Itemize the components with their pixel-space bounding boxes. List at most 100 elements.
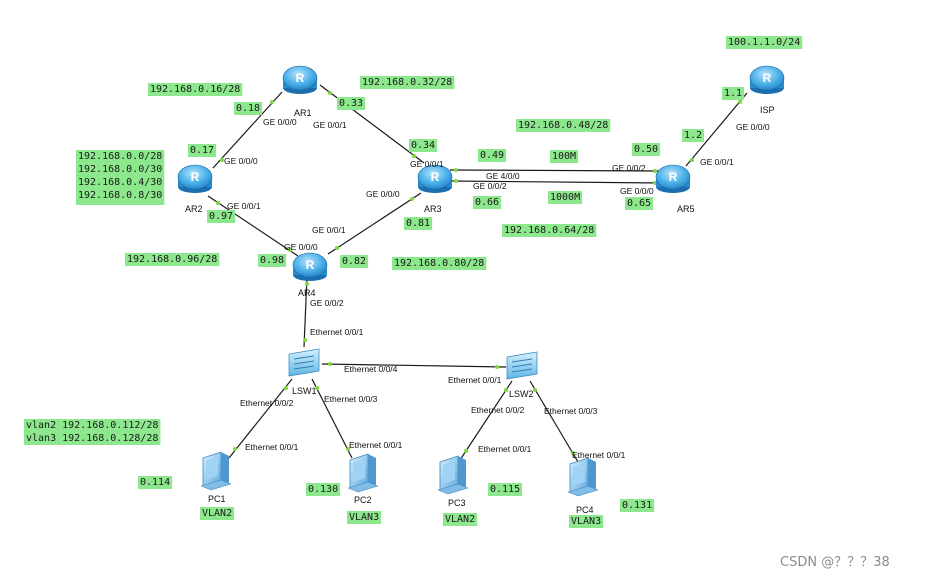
- pc-pc4[interactable]: [567, 457, 599, 497]
- port-pc3-e001: Ethernet 0/0/1: [478, 444, 532, 454]
- router-ar2[interactable]: [177, 164, 213, 194]
- svg-text:192.168.0.8/30: 192.168.0.8/30: [78, 190, 162, 201]
- host-ar4-82: 0.82: [340, 255, 369, 268]
- svg-text:1.1: 1.1: [724, 88, 742, 99]
- svg-text:0.66: 0.66: [475, 197, 499, 208]
- port-pc2-e001: Ethernet 0/0/1: [349, 440, 403, 450]
- svg-text:VLAN3: VLAN3: [349, 512, 379, 523]
- label-ar5: AR5: [677, 204, 695, 214]
- switch-lsw2[interactable]: [506, 351, 538, 380]
- port-ar5-g002: GE 0/0/2: [612, 163, 646, 173]
- label-ar1: AR1: [294, 108, 312, 118]
- svg-text:VLAN2: VLAN2: [202, 508, 232, 519]
- host-ar3-49: 0.49: [478, 149, 507, 162]
- svg-text:192.168.0.0/30: 192.168.0.0/30: [78, 164, 162, 175]
- host-ar3-81: 0.81: [404, 217, 433, 230]
- svg-text:0.97: 0.97: [209, 211, 233, 222]
- speed-100m: 100M: [550, 150, 579, 163]
- network-ar2-ar4: 192.168.0.96/28: [125, 253, 220, 266]
- vlan-tag-pc2: VLAN3: [347, 511, 382, 524]
- network-ar3-ar5-a: 192.168.0.48/28: [516, 119, 611, 132]
- network-ar1-ar2: 192.168.0.16/28: [148, 83, 243, 96]
- router-ar1[interactable]: [282, 65, 318, 95]
- pc-pc3[interactable]: [437, 455, 469, 495]
- network-ar3-ar5-b: 192.168.0.64/28: [502, 224, 597, 237]
- label-ar4: AR4: [298, 288, 316, 298]
- device-names: ISP AR1 AR2 AR3 AR5 AR4 LSW1 LSW2 PC1 PC…: [185, 105, 775, 515]
- svg-text:192.168.0.16/28: 192.168.0.16/28: [150, 84, 240, 95]
- host-ar1-33: 0.33: [337, 97, 366, 110]
- svg-text:vlan3 192.168.0.128/28: vlan3 192.168.0.128/28: [26, 433, 158, 444]
- link-lsw2-pc4: [529, 380, 579, 463]
- vlan-network-0: vlan2 192.168.0.112/28: [24, 419, 161, 432]
- link-lsw1-lsw2: [321, 363, 507, 368]
- svg-text:1000M: 1000M: [550, 192, 580, 203]
- port-ar1-g001: GE 0/0/1: [313, 120, 347, 130]
- vlan-tag-pc4: VLAN3: [569, 515, 604, 528]
- svg-text:VLAN2: VLAN2: [445, 514, 475, 525]
- port-labels: GE 0/0/0 GE 0/0/1 GE 0/0/2 GE 0/0/0 GE 0…: [224, 117, 770, 460]
- speed-1000m: 1000M: [548, 191, 583, 204]
- host-pc2: 0.130: [306, 483, 341, 496]
- svg-text:0.130: 0.130: [308, 484, 338, 495]
- svg-text:192.168.0.96/28: 192.168.0.96/28: [127, 254, 217, 265]
- svg-text:0.65: 0.65: [627, 198, 651, 209]
- link-ar2-ar1: [212, 91, 283, 169]
- router-ar3[interactable]: [417, 164, 453, 194]
- svg-text:192.168.0.4/30: 192.168.0.4/30: [78, 177, 162, 188]
- network-summary-3: 192.168.0.8/30: [76, 189, 165, 205]
- vlan-tag-pc1: VLAN2: [200, 507, 235, 520]
- port-ar3-g000: GE 0/0/0: [366, 189, 400, 199]
- svg-text:0.50: 0.50: [634, 144, 658, 155]
- host-ar5-1-2: 1.2: [682, 129, 705, 142]
- host-pc3: 0.115: [488, 483, 523, 496]
- svg-text:0.115: 0.115: [490, 484, 520, 495]
- port-pc4-e001: Ethernet 0/0/1: [572, 450, 626, 460]
- svg-text:0.49: 0.49: [480, 150, 504, 161]
- link-ar3-ar5-a: [449, 169, 661, 172]
- host-ar4-98: 0.98: [258, 254, 287, 267]
- host-ar3-34: 0.34: [409, 139, 438, 152]
- svg-text:192.168.0.80/28: 192.168.0.80/28: [394, 258, 484, 269]
- port-ar1-g000: GE 0/0/0: [263, 117, 297, 127]
- pc-pc2[interactable]: [347, 453, 379, 493]
- svg-text:192.168.0.0/28: 192.168.0.0/28: [78, 151, 162, 162]
- port-ar3-g001: GE 0/0/1: [410, 159, 444, 169]
- svg-text:192.168.0.64/28: 192.168.0.64/28: [504, 225, 594, 236]
- link-lsw1-pc1: [228, 378, 293, 459]
- port-isp-g000: GE 0/0/0: [736, 122, 770, 132]
- svg-text:vlan2 192.168.0.112/28: vlan2 192.168.0.112/28: [26, 420, 158, 431]
- vlan-network-1: vlan3 192.168.0.128/28: [24, 432, 161, 445]
- port-ar5-g001: GE 0/0/1: [700, 157, 734, 167]
- port-ar2-g001: GE 0/0/1: [227, 201, 261, 211]
- router-isp[interactable]: [749, 65, 785, 95]
- host-ar1-18: 0.18: [234, 102, 263, 115]
- label-ar3: AR3: [424, 204, 442, 214]
- port-lsw2-e003: Ethernet 0/0/3: [544, 406, 598, 416]
- network-ar3-ar4: 192.168.0.80/28: [392, 257, 487, 270]
- svg-text:0.18: 0.18: [236, 103, 260, 114]
- network-isp: 100.1.1.0/24: [726, 36, 803, 49]
- port-lsw1-e003: Ethernet 0/0/3: [324, 394, 378, 404]
- port-ar4-g001: GE 0/0/1: [312, 225, 346, 235]
- svg-text:0.17: 0.17: [190, 145, 214, 156]
- pc-pc1[interactable]: [200, 451, 232, 491]
- label-isp: ISP: [760, 105, 775, 115]
- host-ar5-50: 0.50: [632, 143, 661, 156]
- switch-lsw1[interactable]: [288, 348, 320, 377]
- network-summary-0: 192.168.0.0/28: [76, 150, 165, 163]
- router-ar5[interactable]: [655, 164, 691, 194]
- router-ar4[interactable]: [292, 252, 328, 282]
- label-pc3: PC3: [448, 498, 466, 508]
- host-pc1: 0.114: [138, 476, 173, 489]
- link-ar3-ar5-b: [449, 180, 661, 184]
- link-ar3-ar4: [327, 192, 422, 255]
- host-ar2-97: 0.97: [207, 210, 236, 223]
- svg-text:0.98: 0.98: [260, 255, 284, 266]
- port-lsw1-e004: Ethernet 0/0/4: [344, 364, 398, 374]
- port-ar2-g000: GE 0/0/0: [224, 156, 258, 166]
- label-pc2: PC2: [354, 495, 372, 505]
- watermark: CSDN @？？？38: [780, 555, 890, 570]
